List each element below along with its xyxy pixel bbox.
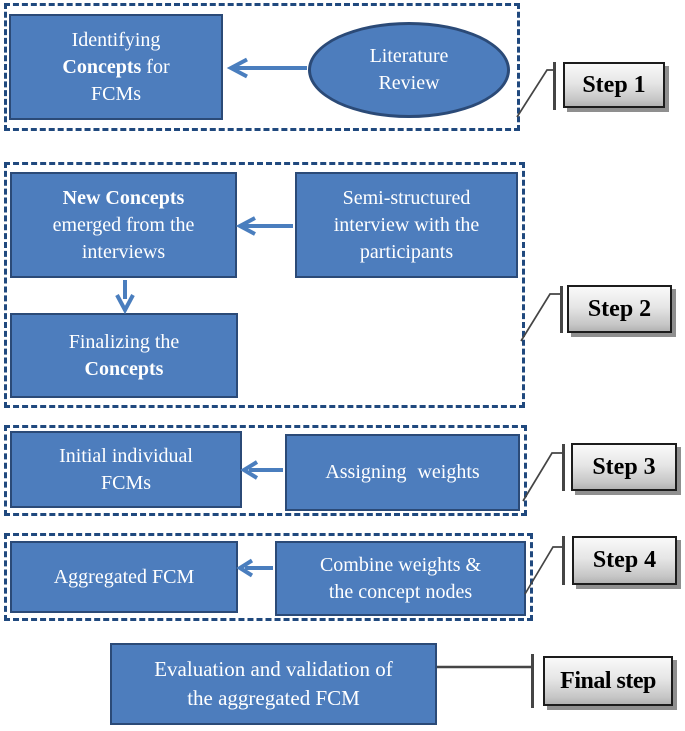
box-text-line: Initial individual xyxy=(59,444,193,467)
finalizing-concepts-box: Finalizing the Concepts xyxy=(10,313,238,398)
step4-bracket-bar xyxy=(562,536,565,585)
step3-label-text: Step 3 xyxy=(592,453,656,480)
box-text-line: New Concepts xyxy=(62,186,185,209)
box-text-line: Semi-structured xyxy=(342,186,471,209)
box-text-line: Concepts xyxy=(84,357,164,380)
final-step-label: Final step xyxy=(543,656,673,706)
final-step-bracket-bar xyxy=(531,654,534,708)
box-text-line: FCMs xyxy=(90,82,142,105)
box-text-line: Identifying xyxy=(71,28,161,51)
step1-label-text: Step 1 xyxy=(582,71,646,98)
final-step-label-text: Final step xyxy=(560,667,656,694)
step3-label: Step 3 xyxy=(571,443,677,491)
step1-bracket-bar xyxy=(553,62,556,110)
box-text-line: emerged from the xyxy=(52,213,195,236)
box-text-line: Finalizing the xyxy=(68,330,180,353)
aggregated-fcm-box: Aggregated FCM xyxy=(10,541,238,613)
step2-bracket-bar xyxy=(560,286,563,333)
step2-leader-line xyxy=(520,293,560,342)
step2-label: Step 2 xyxy=(567,285,672,333)
box-text-line: interviews xyxy=(81,240,166,263)
box-text-line: the aggregated FCM xyxy=(187,686,360,710)
identifying-concepts-box: Identifying Concepts for FCMs xyxy=(9,14,223,120)
box-text-line: participants xyxy=(359,240,454,263)
combine-weights-box: Combine weights & the concept nodes xyxy=(275,541,526,616)
semi-structured-interview-box: Semi-structured interview with the parti… xyxy=(295,172,518,278)
step4-label: Step 4 xyxy=(572,536,677,585)
new-concepts-box: New Concepts emerged from the interviews xyxy=(10,172,237,278)
box-text-line: Review xyxy=(378,72,440,94)
step3-leader-line xyxy=(522,452,562,502)
step3-bracket-bar xyxy=(562,444,565,491)
box-text-line: Evaluation and validation of xyxy=(154,657,393,681)
step1-label: Step 1 xyxy=(563,62,665,108)
box-text-line: interview with the xyxy=(333,213,480,236)
box-text-line: the concept nodes xyxy=(328,580,473,603)
box-text-line: Concepts for xyxy=(62,55,170,78)
step2-label-text: Step 2 xyxy=(587,295,652,322)
step2-section-frame xyxy=(4,162,525,408)
step1-leader-line xyxy=(516,69,553,118)
box-text-line: Assigning weights xyxy=(325,461,480,483)
assigning-weights-box: Assigning weights xyxy=(285,434,520,511)
initial-individual-fcms-box: Initial individual FCMs xyxy=(10,431,242,508)
box-text-line: Literature xyxy=(369,45,449,67)
step1-section-frame xyxy=(4,3,520,131)
box-text-line: FCMs xyxy=(100,471,152,494)
step4-label-text: Step 4 xyxy=(592,547,657,573)
evaluation-validation-box: Evaluation and validation of the aggrega… xyxy=(110,643,437,725)
literature-review-ellipse: Literature Review xyxy=(308,22,510,118)
box-text-line: Aggregated FCM xyxy=(53,565,195,588)
box-text-line: Combine weights & xyxy=(319,553,482,576)
